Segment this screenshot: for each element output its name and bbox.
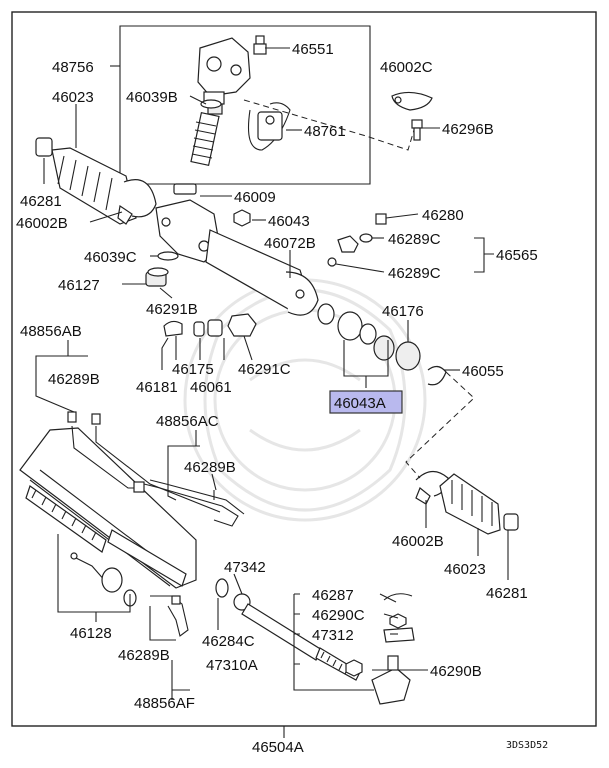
label-47312[interactable]: 47312 [312,627,354,644]
label-46055[interactable]: 46055 [462,363,504,380]
part-labels: 48756 46551 46002C 46023 46039B 48761 46… [16,41,548,756]
tie-rod-assembly [215,578,363,681]
label-46002b-top[interactable]: 46002B [16,215,68,232]
dashed-leader-lines [243,99,475,479]
label-46289c-1[interactable]: 46289C [388,231,441,248]
label-46127[interactable]: 46127 [58,277,100,294]
diagram-border [11,11,597,727]
pinion-group-box [119,25,371,185]
seal-kit-parts [317,303,447,386]
line-fittings-46565 [327,213,387,267]
label-48856ac[interactable]: 48856AC [156,413,219,430]
label-46290b[interactable]: 46290B [430,663,482,680]
label-46290c[interactable]: 46290C [312,607,365,624]
label-46039c[interactable]: 46039C [84,249,137,266]
label-46289b-mid[interactable]: 46289B [184,459,236,476]
end-cap-46281-top-part [35,137,53,157]
label-46128[interactable]: 46128 [70,625,112,642]
label-46291c[interactable]: 46291C [238,361,291,378]
label-47310a[interactable]: 47310A [206,657,258,674]
label-46072b[interactable]: 46072B [264,235,316,252]
end-cap-46281-bottom-part [503,513,519,531]
valve-48761-part [247,102,291,151]
label-46551[interactable]: 46551 [292,41,334,58]
label-48856ab[interactable]: 48856AB [20,323,82,340]
label-46043[interactable]: 46043 [268,213,310,230]
boot-46023-top-part [51,147,137,225]
bolt-46296b-part [411,119,423,141]
label-48761[interactable]: 48761 [304,123,346,140]
label-47342[interactable]: 47342 [224,559,266,576]
label-46280[interactable]: 46280 [422,207,464,224]
label-46176[interactable]: 46176 [382,303,424,320]
label-46289b-left[interactable]: 46289B [48,371,100,388]
leader-lines [35,47,509,738]
clamp-46002b-top-part [117,179,157,225]
label-46023-bottom[interactable]: 46023 [444,561,486,578]
label-46296b[interactable]: 46296B [442,121,494,138]
oring-46039b-part [200,99,222,109]
pipe-48856af-part [150,595,189,637]
clip-46002c-part [391,91,433,111]
rack-housing-part [19,427,197,589]
label-46504a[interactable]: 46504A [252,739,304,756]
label-46289b-bottom[interactable]: 46289B [118,647,170,664]
boot-46023-bottom-part [439,473,501,535]
label-46175[interactable]: 46175 [172,361,214,378]
nut-46043-part [233,209,251,227]
label-46181[interactable]: 46181 [136,379,178,396]
label-48856af[interactable]: 48856AF [134,695,195,712]
label-46023-top[interactable]: 46023 [52,89,94,106]
label-46287[interactable]: 46287 [312,587,354,604]
label-46289c-2[interactable]: 46289C [388,265,441,282]
tie-rod-end-part [371,593,415,705]
label-46281-top[interactable]: 46281 [20,193,62,210]
diagram-code: 3DS3D52 [506,740,548,751]
highlight-box-46043a [329,390,403,414]
tube-46128-part [70,552,137,607]
pipe-48856ac-part [133,479,245,527]
pinion-valve-housing [190,37,251,167]
label-46291b[interactable]: 46291B [146,301,198,318]
label-46039b[interactable]: 46039B [126,89,178,106]
label-46281-bottom[interactable]: 46281 [486,585,528,602]
label-46009[interactable]: 46009 [234,189,276,206]
label-46002b-bottom[interactable]: 46002B [392,533,444,550]
label-46043a[interactable]: 46043A [334,395,386,412]
label-46284c[interactable]: 46284C [202,633,255,650]
valve-parts-46175 [163,313,257,337]
label-48756[interactable]: 48756 [52,59,94,76]
gear-housing-part [155,183,319,316]
label-46061[interactable]: 46061 [190,379,232,396]
label-46002c[interactable]: 46002C [380,59,433,76]
label-46565[interactable]: 46565 [496,247,538,264]
oring-46039c-part [157,251,179,261]
bolt-46551-part [253,35,290,55]
nut-46127-part [145,267,169,287]
